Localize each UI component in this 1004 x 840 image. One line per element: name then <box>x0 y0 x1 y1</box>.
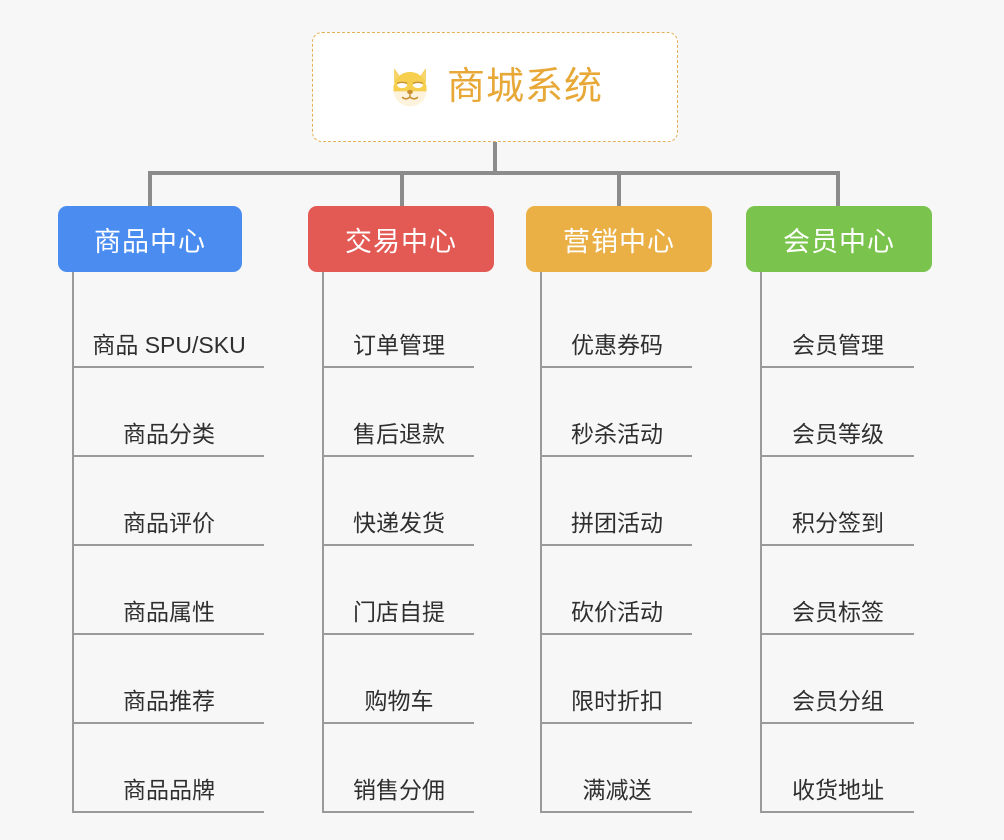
leaf-item[interactable]: 会员管理 <box>762 272 914 368</box>
leaf-item[interactable]: 会员标签 <box>762 546 914 635</box>
leaf-item[interactable]: 会员等级 <box>762 368 914 457</box>
leaf-item[interactable]: 积分签到 <box>762 457 914 546</box>
connector-drop-1 <box>148 171 152 208</box>
category-column-1: 商品中心 商品 SPU/SKU 商品分类 商品评价 商品属性 商品推荐 商品品牌 <box>58 206 276 813</box>
leaf-item[interactable]: 拼团活动 <box>542 457 692 546</box>
category-label-4: 会员中心 <box>783 226 895 257</box>
connector-drop-3 <box>617 171 621 208</box>
leaf-list-2: 订单管理 售后退款 快递发货 门店自提 购物车 销售分佣 <box>322 272 494 813</box>
leaf-item[interactable]: 销售分佣 <box>324 724 474 813</box>
leaf-item[interactable]: 售后退款 <box>324 368 474 457</box>
leaf-item[interactable]: 收货地址 <box>762 724 914 813</box>
leaf-item[interactable]: 秒杀活动 <box>542 368 692 457</box>
leaf-list-4: 会员管理 会员等级 积分签到 会员标签 会员分组 收货地址 <box>760 272 932 813</box>
category-node-1[interactable]: 商品中心 <box>58 206 242 272</box>
leaf-item[interactable]: 商品属性 <box>74 546 264 635</box>
connector-drop-4 <box>836 171 840 208</box>
leaf-list-3: 优惠券码 秒杀活动 拼团活动 砍价活动 限时折扣 满减送 <box>540 272 712 813</box>
category-column-4: 会员中心 会员管理 会员等级 积分签到 会员标签 会员分组 收货地址 <box>746 206 932 813</box>
leaf-item[interactable]: 商品品牌 <box>74 724 264 813</box>
category-node-4[interactable]: 会员中心 <box>746 206 932 272</box>
category-column-3: 营销中心 优惠券码 秒杀活动 拼团活动 砍价活动 限时折扣 满减送 <box>526 206 712 813</box>
leaf-item[interactable]: 满减送 <box>542 724 692 813</box>
leaf-item[interactable]: 购物车 <box>324 635 474 724</box>
leaf-item[interactable]: 限时折扣 <box>542 635 692 724</box>
category-column-2: 交易中心 订单管理 售后退款 快递发货 门店自提 购物车 销售分佣 <box>308 206 494 813</box>
category-label-1: 商品中心 <box>94 226 206 257</box>
connector-root-stem <box>493 142 497 173</box>
leaf-item[interactable]: 订单管理 <box>324 272 474 368</box>
root-title: 商城系统 <box>446 66 603 108</box>
leaf-item[interactable]: 商品分类 <box>74 368 264 457</box>
leaf-item[interactable]: 会员分组 <box>762 635 914 724</box>
leaf-item[interactable]: 商品 SPU/SKU <box>74 272 264 368</box>
leaf-list-1: 商品 SPU/SKU 商品分类 商品评价 商品属性 商品推荐 商品品牌 <box>72 272 276 813</box>
category-node-2[interactable]: 交易中心 <box>308 206 494 272</box>
connector-drop-2 <box>400 171 404 208</box>
shiba-dog-icon <box>393 68 427 107</box>
category-label-3: 营销中心 <box>563 226 675 257</box>
root-node[interactable]: 商城系统 <box>312 32 678 142</box>
category-label-2: 交易中心 <box>345 226 457 257</box>
leaf-item[interactable]: 优惠券码 <box>542 272 692 368</box>
connector-bus-bar <box>150 171 840 175</box>
leaf-item[interactable]: 门店自提 <box>324 546 474 635</box>
leaf-item[interactable]: 快递发货 <box>324 457 474 546</box>
leaf-item[interactable]: 商品推荐 <box>74 635 264 724</box>
category-node-3[interactable]: 营销中心 <box>526 206 712 272</box>
leaf-item[interactable]: 砍价活动 <box>542 546 692 635</box>
leaf-item[interactable]: 商品评价 <box>74 457 264 546</box>
